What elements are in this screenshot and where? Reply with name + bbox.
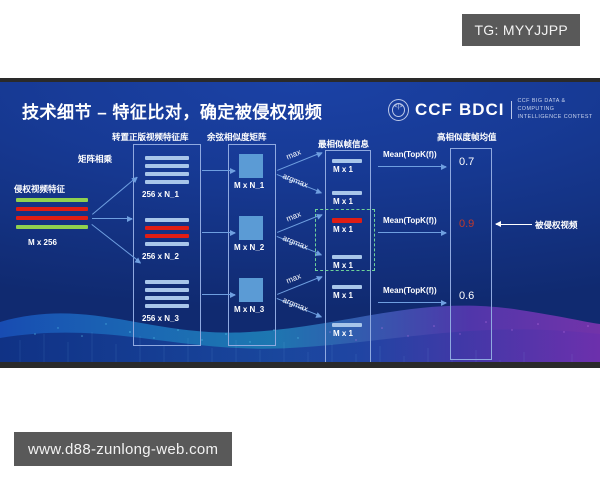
frame-label-4: M x 1	[333, 261, 354, 270]
mean-topk-label-3: Mean(TopK(f))	[383, 286, 437, 295]
op-max-1: max	[284, 147, 303, 162]
presentation-slide: 技术细节 – 特征比对，确定被侵权视频 CCF BDCI CCF BIG DAT…	[0, 78, 600, 368]
caption-matrix-multiply: 矩阵相乘	[78, 154, 113, 164]
selected-region-highlight	[315, 209, 375, 271]
caption-mean-value: 高相似度帧均值	[437, 132, 497, 142]
query-feature-label: M x 256	[28, 238, 57, 247]
cosine-block-3-label: M x N_3	[234, 305, 265, 314]
library3-stripe-1	[145, 280, 189, 284]
library-block-1	[145, 156, 189, 187]
cosine-block-1-label: M x N_1	[234, 181, 265, 190]
library2-stripe-4	[145, 242, 189, 246]
library3-stripe-4	[145, 304, 189, 308]
library-block-2	[145, 218, 189, 249]
callout-arrow	[496, 224, 532, 225]
logo-ccf-text: CCF	[414, 99, 453, 119]
logo-subtitle-line1: CCF BIG DATA & COMPUTING	[517, 98, 566, 112]
frame-label-2: M x 1	[333, 197, 354, 206]
library-block-1-label: 256 x N_1	[142, 190, 179, 199]
query-stripe-1	[16, 198, 88, 202]
mean-topk-label-1: Mean(TopK(f))	[383, 150, 437, 159]
arrow-mean-topk-2	[378, 229, 447, 236]
arrow-mean-topk-1	[378, 163, 447, 170]
frame-bar-3-highlighted	[332, 218, 362, 223]
frame-bar-6	[332, 323, 362, 327]
library1-stripe-3	[145, 172, 189, 176]
cosine-block-2-label: M x N_2	[234, 243, 265, 252]
library3-stripe-2	[145, 288, 189, 292]
op-argmax-2: argmax	[281, 233, 310, 252]
op-max-3: max	[284, 271, 303, 286]
frame-label-6: M x 1	[333, 329, 354, 338]
frame-label-3: M x 1	[333, 225, 354, 234]
arrow-mean-topk-3	[378, 299, 447, 306]
mean-value-3: 0.6	[459, 290, 475, 302]
frame-bar-2	[332, 191, 362, 195]
frame-bar-5	[332, 285, 362, 289]
library3-stripe-3	[145, 296, 189, 300]
mean-value-2-highlighted: 0.9	[459, 218, 475, 230]
slide-top-bar	[0, 78, 600, 82]
query-stripe-4	[16, 225, 88, 229]
caption-query-feature: 侵权视频特征	[14, 184, 66, 194]
query-stripe-3	[16, 216, 88, 220]
arrow-query-to-library-2	[92, 215, 133, 222]
library-block-3	[145, 280, 189, 311]
caption-cosine-matrix: 余弦相似度矩阵	[207, 132, 267, 142]
library2-stripe-2	[145, 226, 189, 230]
ccf-seal-icon	[388, 98, 409, 121]
mean-topk-label-2: Mean(TopK(f))	[383, 216, 437, 225]
cosine-block-3	[239, 278, 263, 302]
query-feature-block	[16, 198, 88, 234]
library2-stripe-3	[145, 234, 189, 238]
slide-title: 技术细节 – 特征比对，确定被侵权视频	[22, 103, 323, 122]
library-block-2-label: 256 x N_2	[142, 252, 179, 261]
frame-bar-4	[332, 255, 362, 259]
feature-library-group	[133, 144, 201, 346]
library1-stripe-4	[145, 180, 189, 184]
arrow-library-to-cosine-3	[202, 291, 236, 298]
slide-bottom-bar	[0, 362, 600, 368]
library1-stripe-1	[145, 156, 189, 160]
caption-top-frame-info: 最相似帧信息	[318, 139, 370, 149]
query-stripe-2	[16, 207, 88, 211]
cosine-block-1	[239, 154, 263, 178]
op-argmax-1: argmax	[281, 171, 310, 190]
caption-feature-library: 转置正版视频特征库	[112, 132, 189, 142]
library2-stripe-1	[145, 218, 189, 222]
frame-label-5: M x 1	[333, 291, 354, 300]
ccf-bdci-logo: CCF BDCI CCF BIG DATA & COMPUTING INTELL…	[388, 98, 600, 121]
watermark-bottom: www.d88-zunlong-web.com	[14, 432, 233, 466]
op-max-2: max	[284, 209, 303, 224]
arrow-query-to-library-1	[92, 176, 138, 215]
frame-bar-1	[332, 159, 362, 163]
logo-bdci-text: BDCI	[458, 99, 505, 119]
cosine-block-2	[239, 216, 263, 240]
decorative-wave-background	[0, 276, 600, 368]
library-block-3-label: 256 x N_3	[142, 314, 179, 323]
frame-label-1: M x 1	[333, 165, 354, 174]
arrow-library-to-cosine-2	[202, 229, 236, 236]
mean-value-group	[450, 148, 492, 360]
callout-label: 被侵权视频	[535, 220, 578, 230]
logo-subtitle-line2: INTELLIGENCE CONTEST	[517, 113, 593, 120]
op-argmax-3: argmax	[281, 295, 310, 314]
logo-divider	[510, 100, 512, 119]
cosine-matrix-group	[228, 144, 276, 346]
mean-value-1: 0.7	[459, 156, 475, 168]
logo-subtitle: CCF BIG DATA & COMPUTING INTELLIGENCE CO…	[517, 98, 600, 121]
library1-stripe-2	[145, 164, 189, 168]
arrow-library-to-cosine-1	[202, 167, 236, 174]
watermark-top: TG: MYYJJPP	[462, 14, 580, 46]
